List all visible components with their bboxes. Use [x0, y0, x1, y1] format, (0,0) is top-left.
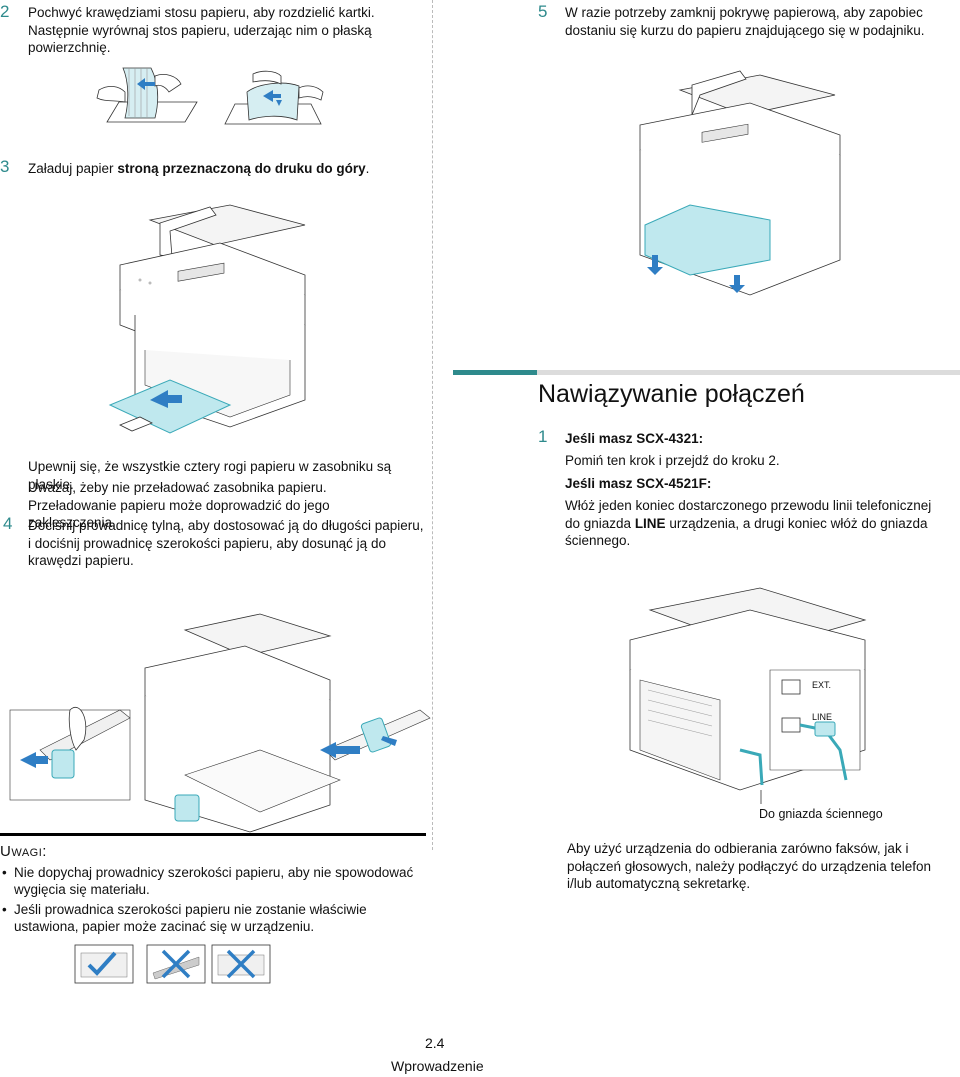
line-port-label: LINE — [812, 712, 833, 722]
ext-port-label: EXT. — [812, 680, 832, 690]
paper-stack-illustration — [96, 67, 324, 125]
guide-position-icons — [74, 944, 271, 984]
answering-machine-note: Aby użyć urządzenia do odbierania zarówn… — [567, 841, 931, 891]
step-1-number: 1 — [538, 427, 548, 446]
note-list: Nie dopychaj prowadnicy szerokości papie… — [0, 865, 420, 939]
section-divider-accent — [453, 370, 537, 375]
step-5-number: 5 — [538, 2, 548, 21]
step-3-text-bold: stroną przeznaczoną do druku do góry — [117, 161, 366, 176]
cross-icon — [211, 944, 271, 984]
model2-text-a: Włóż jeden koniec dostarczonego przewodu… — [565, 498, 932, 531]
cable-end-line — [760, 790, 762, 804]
model2-text-line: LINE — [634, 515, 666, 531]
model1-label: Jeśli masz SCX-4321: — [565, 431, 704, 446]
step-3-text-a: Załaduj papier — [28, 161, 118, 176]
column-divider — [432, 0, 433, 850]
flat-corners-note: Upewnij się, że wszystkie cztery rogi pa… — [28, 459, 392, 492]
step-2-number: 2 — [0, 2, 10, 21]
note-item: Jeśli prowadnica szerokości papieru nie … — [0, 902, 420, 935]
page-number: 2.4 — [425, 1035, 445, 1051]
model2-text-c: urządzenia, a drugi koniec włóż do gniaz… — [565, 515, 928, 549]
overload-warning: Uważaj, żeby nie przeładować zasobnika p… — [28, 480, 330, 530]
paper-guide-illustration — [9, 613, 431, 833]
step-4-text: Dociśnij prowadnicę tylną, aby dostosowa… — [28, 518, 424, 568]
cross-icon — [146, 944, 206, 984]
printer-illustration — [108, 204, 306, 434]
note-heading-colon: : — [42, 843, 47, 860]
step-3-text: Załaduj papier stroną przeznaczoną do dr… — [28, 160, 408, 178]
model2-label: Jeśli masz SCX-4521F: — [565, 476, 712, 491]
section-divider — [453, 370, 960, 375]
note-divider — [0, 833, 426, 836]
note-heading: UWAGI: — [0, 843, 47, 860]
step-3-text-c: . — [365, 161, 370, 176]
step-5-text: W razie potrzeby zamknij pokrywę papiero… — [565, 5, 925, 38]
model1-text: Pomiń ten krok i przejdź do kroku 2. — [565, 453, 780, 468]
note-item: Nie dopychaj prowadnicy szerokości papie… — [0, 865, 420, 898]
note-heading-rest: WAGI — [11, 847, 43, 859]
model2-text: Włóż jeden koniec dostarczonego przewodu… — [565, 497, 945, 550]
rear-connection-illustration — [629, 587, 867, 791]
section-title: Nawiązywanie połączeń — [538, 380, 805, 408]
wall-socket-label: Do gniazda ściennego — [759, 807, 883, 821]
footer-section: Wprowadzenie — [391, 1058, 484, 1074]
step-4-number: 4 — [3, 514, 13, 533]
note-heading-initial: U — [0, 843, 12, 860]
step-2-text: Pochwyć krawędziami stosu papieru, aby r… — [28, 5, 375, 55]
step-3-number: 3 — [0, 157, 10, 176]
printer-cover-illustration — [639, 70, 841, 296]
check-icon — [74, 944, 134, 984]
